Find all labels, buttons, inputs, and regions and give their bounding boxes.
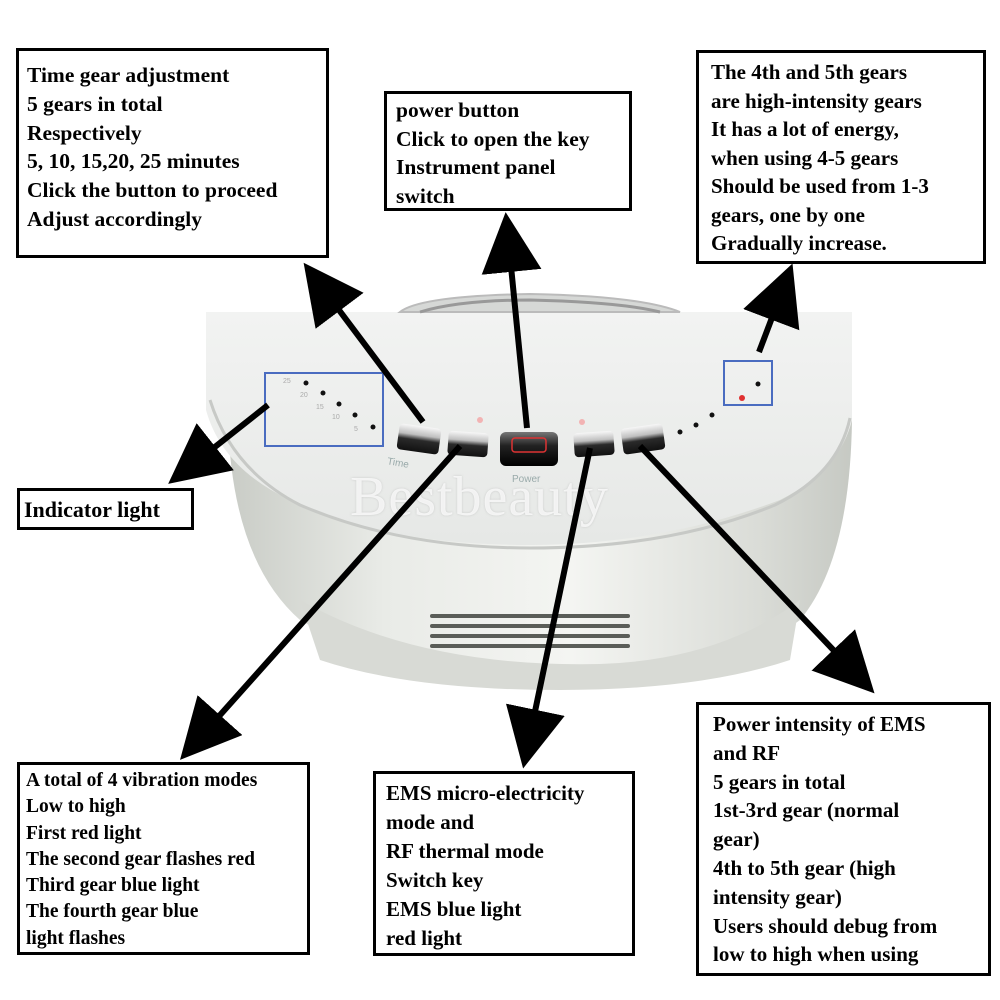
power-button-shape — [500, 432, 558, 466]
time-tick-20: 20 — [300, 392, 308, 399]
callout-line: Instrument panel — [396, 155, 556, 179]
callout-line: Switch key — [386, 868, 484, 892]
callout-line: Click the button to proceed — [27, 178, 278, 203]
callout-line: are high-intensity gears — [711, 88, 922, 113]
callout-line: gears, one by one — [711, 202, 865, 227]
callout-line: power button — [396, 98, 520, 122]
callout-line: EMS blue light — [386, 897, 522, 921]
callout-line: The fourth gear blue — [26, 901, 199, 923]
ems-rf-mode-callout: EMS micro-electricity mode and RF therma… — [373, 771, 635, 956]
callout-line: Adjust accordingly — [27, 206, 202, 231]
device-dome — [397, 292, 681, 313]
time-gear-callout: Time gear adjustment 5 gears in total Re… — [16, 48, 329, 258]
power-intensity-callout: Power intensity of EMS and RF 5 gears in… — [696, 702, 991, 976]
callout-line: when using 4-5 gears — [711, 145, 899, 170]
callout-line: Respectively — [27, 120, 142, 145]
callout-line: 5 gears in total — [713, 769, 846, 794]
power-button-callout: power button Click to open the key Instr… — [384, 91, 632, 211]
indicator-light-callout: Indicator light — [17, 488, 194, 530]
callout-line: Click to open the key — [396, 126, 590, 151]
callout-line: intensity gear) — [713, 884, 842, 909]
callout-line: low to high when using — [713, 942, 919, 967]
callout-line: Low to high — [26, 796, 126, 818]
callout-line: 5, 10, 15,20, 25 minutes — [27, 149, 240, 174]
callout-line: Gradually increase. — [711, 231, 887, 255]
callout-line: and RF — [713, 740, 781, 765]
high-intensity-callout: The 4th and 5th gears are high-intensity… — [696, 50, 986, 264]
callout-line: 5 gears in total — [27, 91, 163, 116]
callout-line: Indicator light — [24, 497, 160, 522]
intensity-indicator-leds — [677, 381, 761, 435]
callout-line: First red light — [26, 822, 142, 844]
callout-line: It has a lot of energy, — [711, 117, 899, 141]
time-tick-5: 5 — [354, 426, 358, 433]
time-tick-25: 25 — [283, 378, 291, 385]
callout-line: 4th to 5th gear (high — [713, 855, 896, 880]
callout-line: EMS micro-electricity — [386, 781, 585, 805]
vibration-button — [447, 430, 489, 458]
callout-line: light flashes — [26, 927, 126, 949]
intensity-highlight-box — [723, 360, 773, 406]
vibration-modes-callout: A total of 4 vibration modes Low to high… — [17, 762, 310, 955]
mode-button — [573, 430, 615, 458]
callout-line: 1st-3rd gear (normal — [713, 798, 900, 823]
callout-line: Should be used from 1-3 — [711, 174, 929, 198]
callout-line: The 4th and 5th gears — [711, 60, 908, 84]
callout-line: mode and — [386, 810, 475, 834]
callout-line: gear) — [713, 827, 760, 852]
callout-line: A total of 4 vibration modes — [26, 770, 258, 791]
callout-line: The second gear flashes red — [26, 848, 255, 870]
watermark-text: Bestbeauty — [350, 466, 609, 528]
callout-line: switch — [396, 183, 455, 208]
callout-line: Users should debug from — [713, 913, 938, 938]
callout-line: Third gear blue light — [26, 875, 200, 897]
callout-line: RF thermal mode — [386, 839, 544, 863]
indicator-highlight-box — [264, 372, 384, 447]
callout-line: Time gear adjustment — [27, 63, 230, 87]
callout-line: red light — [386, 926, 463, 950]
callout-line: Power intensity of EMS — [713, 712, 926, 736]
